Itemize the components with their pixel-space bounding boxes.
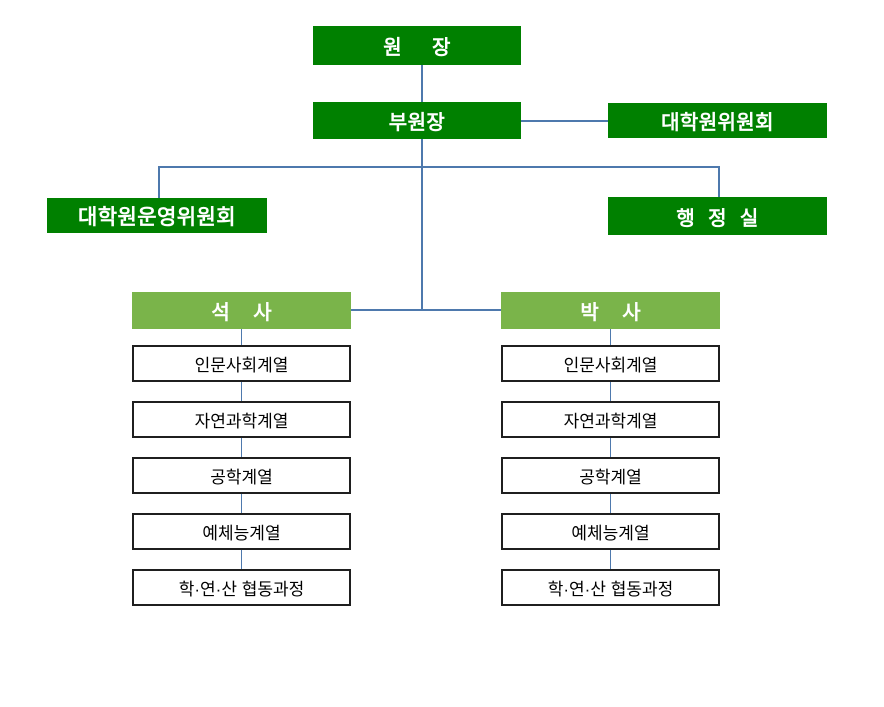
- doctoral-header: 박 사: [501, 292, 720, 329]
- connector-deputy-down: [421, 139, 423, 166]
- track-box-cooperative: 학·연·산 협동과정: [132, 550, 351, 606]
- track-box-humanities: 인문사회계열: [132, 329, 351, 382]
- track-box-natural-sciences: 자연과학계열: [501, 382, 720, 438]
- graduate-committee-box: 대학원위원회: [608, 103, 827, 138]
- connector-director-deputy: [421, 65, 423, 102]
- track-box-arts-sports: 예체능계열: [132, 494, 351, 550]
- connector-deputy-committee: [521, 120, 608, 122]
- track-box-engineering: 공학계열: [501, 438, 720, 494]
- track-box-humanities: 인문사회계열: [501, 329, 720, 382]
- deputy-director-box: 부원장: [313, 102, 521, 139]
- connector-center-down: [421, 166, 423, 309]
- connector-drop-admin: [718, 166, 720, 197]
- doctoral-column: 박 사 인문사회계열 자연과학계열 공학계열 예체능계열 학·연·산 협동과정: [501, 292, 720, 606]
- connector-masters-doctoral: [351, 309, 501, 311]
- steering-committee-box: 대학원운영위원회: [47, 198, 267, 233]
- track-box-natural-sciences: 자연과학계열: [132, 382, 351, 438]
- connector-drop-steering: [158, 166, 160, 198]
- track-box-arts-sports: 예체능계열: [501, 494, 720, 550]
- masters-column: 석 사 인문사회계열 자연과학계열 공학계열 예체능계열 학·연·산 협동과정: [132, 292, 351, 606]
- masters-header: 석 사: [132, 292, 351, 329]
- track-box-cooperative: 학·연·산 협동과정: [501, 550, 720, 606]
- admin-office-box: 행 정 실: [608, 197, 827, 235]
- connector-horizontal-bus: [158, 166, 718, 168]
- track-box-engineering: 공학계열: [132, 438, 351, 494]
- director-box: 원 장: [313, 26, 521, 65]
